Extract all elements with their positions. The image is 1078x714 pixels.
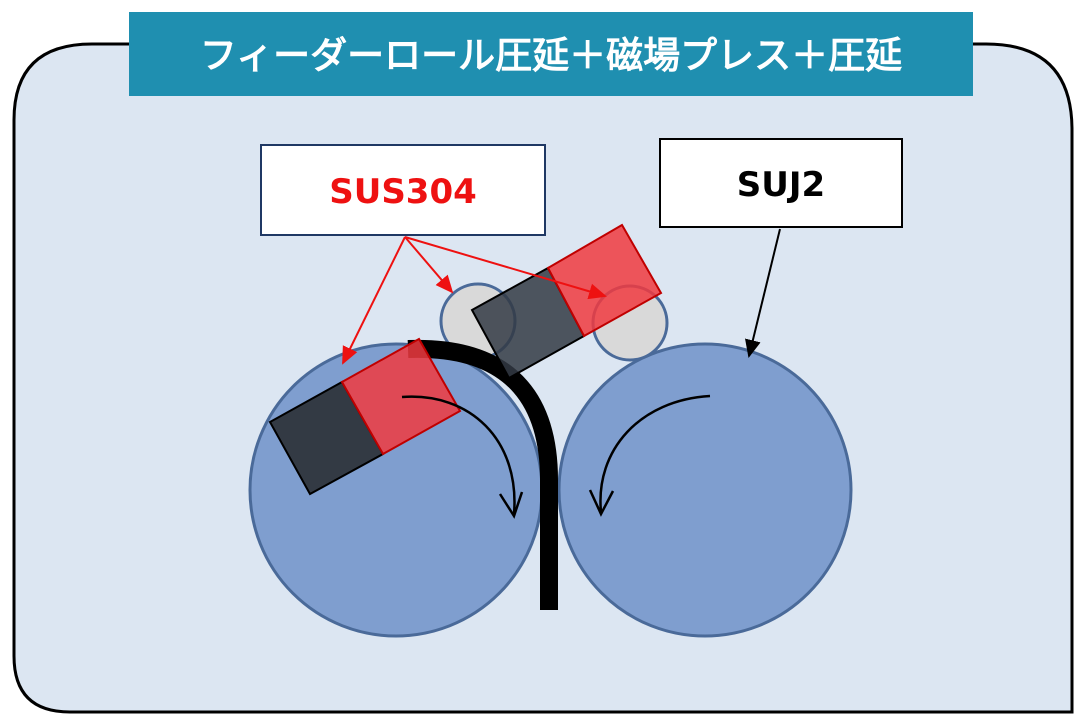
sus304-label-box — [260, 144, 546, 236]
magnet-left-red-block — [340, 337, 462, 456]
sus304-arrow-left-magnet — [342, 236, 406, 365]
diagram-title: フィーダーロール圧延＋磁場プレス＋圧延 — [200, 34, 902, 77]
sus304-arrow-right-small-roll — [404, 236, 607, 300]
right-roll — [557, 342, 853, 638]
metal-strip — [407, 339, 558, 610]
right-roll-arrowhead — [588, 489, 615, 517]
sus304-arrow-small-roll — [404, 236, 454, 294]
suj2-arrow — [745, 228, 781, 358]
title-bar — [129, 12, 973, 96]
sus304-label: SUS304 — [329, 172, 477, 212]
magnet-top — [470, 223, 663, 380]
left-roll-arrowhead — [498, 491, 524, 519]
left-roll-rotation-arrow — [401, 395, 516, 515]
suj2-label: SUJ2 — [737, 165, 825, 205]
suj2-label-box — [659, 138, 903, 228]
right-roll-rotation-arrow — [599, 394, 711, 513]
magnet-top-red-block — [546, 223, 663, 338]
magnet-left — [268, 337, 462, 496]
